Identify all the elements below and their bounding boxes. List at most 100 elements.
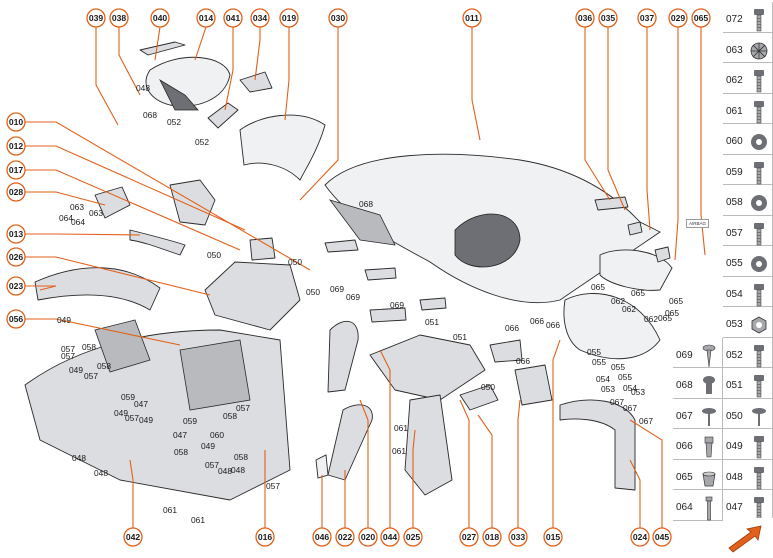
part-shape [627, 221, 643, 236]
part-callout-left[interactable]: 012 [6, 136, 26, 156]
part-callout-bottom[interactable]: 033 [508, 527, 528, 547]
part-shape [34, 267, 161, 311]
part-callout-top[interactable]: 041 [223, 8, 243, 28]
sub-part-label: 061 [163, 505, 177, 515]
sub-part-label: 067 [639, 416, 653, 426]
leader-line [224, 27, 234, 111]
svg-text:027: 027 [462, 532, 477, 542]
svg-text:033: 033 [511, 532, 526, 542]
leader-line [584, 27, 611, 201]
sub-part-label: 049 [201, 441, 215, 451]
sub-part-label: 066 [530, 316, 544, 326]
leader-line [471, 27, 481, 141]
part-callout-bottom[interactable]: 045 [652, 527, 672, 547]
leader-line [477, 414, 493, 528]
part-callout-left[interactable]: 026 [6, 247, 26, 267]
part-shape [315, 454, 329, 479]
part-callout-top[interactable]: 065 [691, 8, 711, 28]
sub-part-label: 069 [330, 284, 344, 294]
svg-text:037: 037 [640, 13, 655, 23]
part-callout-left[interactable]: 017 [6, 160, 26, 180]
next-page-arrow-icon[interactable] [723, 518, 773, 558]
sub-part-label: 065 [658, 313, 672, 323]
part-callout-left[interactable]: 023 [6, 276, 26, 296]
screw-icon [702, 344, 716, 367]
legend-code: 055 [726, 258, 743, 269]
sub-part-label: 057 [205, 460, 219, 470]
part-callout-bottom[interactable]: 046 [312, 527, 332, 547]
leader-line [284, 27, 290, 121]
sub-part-label: 066 [516, 356, 530, 366]
sub-part-label: 057 [61, 351, 75, 361]
part-callout-left[interactable]: 056 [6, 309, 26, 329]
part-callout-top[interactable]: 035 [598, 8, 618, 28]
part-callout-top[interactable]: 029 [668, 8, 688, 28]
svg-text:044: 044 [383, 532, 398, 542]
parts-layer [24, 41, 673, 501]
sub-part-label: 051 [453, 332, 467, 342]
part-callout-top[interactable]: 014 [196, 8, 216, 28]
bolt-icon [754, 436, 764, 459]
part-callout-top[interactable]: 030 [328, 8, 348, 28]
part-shape [459, 384, 499, 411]
part-callout-top[interactable]: 038 [109, 8, 129, 28]
bolt-icon [754, 375, 764, 398]
nut-icon [751, 316, 767, 334]
leader-line [646, 27, 651, 231]
part-callout-bottom[interactable]: 020 [358, 527, 378, 547]
legend-code: 064 [676, 502, 693, 513]
bolt-icon [754, 466, 764, 489]
part-callout-bottom[interactable]: 018 [482, 527, 502, 547]
sub-part-label: 048 [136, 83, 150, 93]
part-shape [204, 261, 301, 331]
part-callout-top[interactable]: 040 [150, 8, 170, 28]
part-callout-bottom[interactable]: 044 [380, 527, 400, 547]
part-callout-top[interactable]: 039 [86, 8, 106, 28]
svg-text:035: 035 [601, 13, 616, 23]
part-callout-bottom[interactable]: 022 [335, 527, 355, 547]
part-shape [594, 196, 629, 211]
legend-item-055: 055 [723, 246, 773, 277]
legend-code: 062 [726, 75, 743, 86]
legend-item-050: 050 [723, 398, 773, 429]
sub-part-label: 047 [173, 430, 187, 440]
svg-text:041: 041 [226, 13, 241, 23]
leader-line [517, 399, 521, 528]
part-shape [599, 249, 673, 291]
part-callout-left[interactable]: 010 [6, 112, 26, 132]
bolt-icon [754, 283, 764, 306]
part-callout-bottom[interactable]: 016 [255, 527, 275, 547]
part-shape [324, 239, 359, 253]
sub-part-label: 057 [61, 344, 75, 354]
sub-part-label: 055 [618, 372, 632, 382]
sub-part-label: 064 [59, 213, 73, 223]
legend-code: 060 [726, 136, 743, 147]
legend-code: 066 [676, 441, 693, 452]
svg-text:039: 039 [89, 13, 104, 23]
legend-item-052: 052 [723, 337, 773, 368]
part-callout-bottom[interactable]: 042 [123, 527, 143, 547]
sub-part-label: 065 [665, 308, 679, 318]
part-shape [404, 394, 453, 496]
part-callout-top[interactable]: 036 [575, 8, 595, 28]
sub-part-label: 050 [207, 250, 221, 260]
legend-item-064: 064 [673, 490, 723, 521]
svg-text:040: 040 [153, 13, 168, 23]
part-callout-top[interactable]: 011 [462, 8, 482, 28]
legend-code: 059 [726, 166, 743, 178]
part-callout-top[interactable]: 034 [250, 8, 270, 28]
part-callout-bottom[interactable]: 024 [630, 527, 650, 547]
sub-part-label: 058 [82, 342, 96, 352]
part-callout-bottom[interactable]: 025 [403, 527, 423, 547]
part-callout-top[interactable]: 037 [637, 8, 657, 28]
part-callout-left[interactable]: 013 [6, 224, 26, 244]
leader-line [25, 145, 246, 231]
part-callout-bottom[interactable]: 015 [543, 527, 563, 547]
legend-item-053: 053 [723, 307, 773, 338]
part-callout-top[interactable]: 019 [279, 8, 299, 28]
sub-part-label: 048 [231, 465, 245, 475]
sub-part-label: 049 [139, 415, 153, 425]
part-callout-left[interactable]: 028 [6, 182, 26, 202]
part-callout-bottom[interactable]: 027 [459, 527, 479, 547]
